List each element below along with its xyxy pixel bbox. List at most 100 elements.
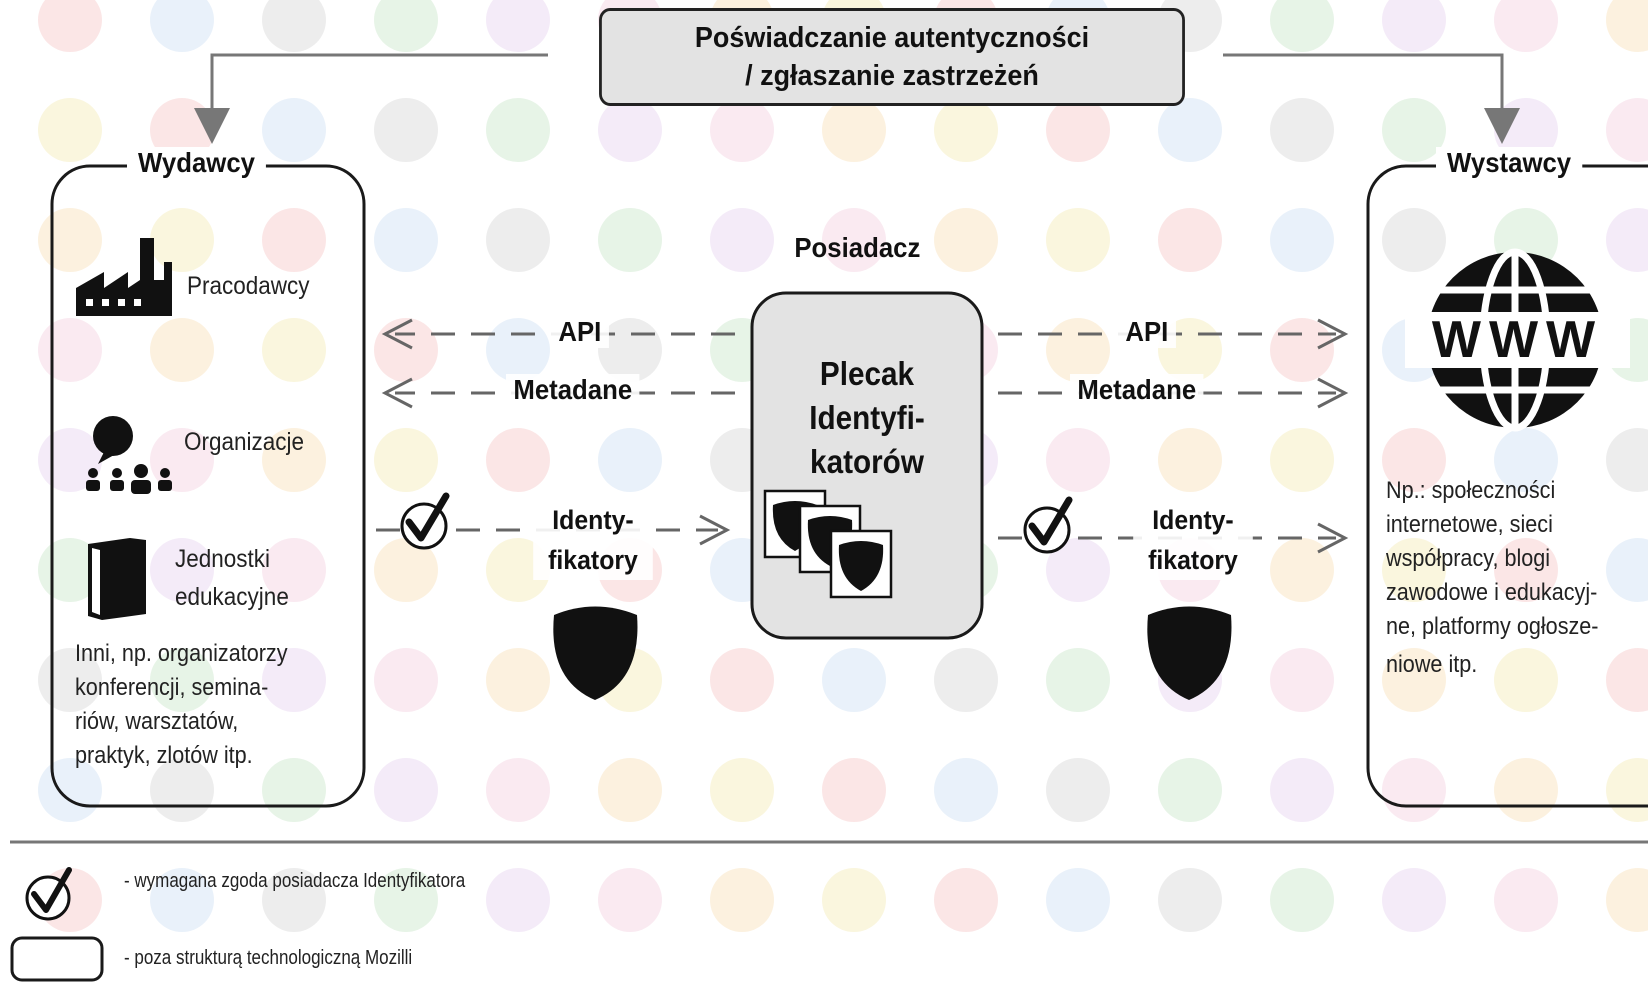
issuers-others-line3: riów, warsztatów,	[75, 708, 239, 735]
background-badge	[486, 208, 550, 272]
background-badge	[1046, 428, 1110, 492]
badges-label-left: Identy- fikatory	[533, 500, 653, 580]
metadata-label-right: Metadane	[1070, 374, 1204, 406]
background-badge	[822, 98, 886, 162]
background-badge	[262, 648, 326, 712]
background-badge	[262, 538, 326, 602]
background-badge	[1494, 648, 1558, 712]
background-badge	[262, 868, 326, 932]
issuer-education-label-line2: edukacyjne	[175, 583, 289, 611]
background-badge	[1494, 428, 1558, 492]
background-badge	[1494, 0, 1558, 52]
displayers-desc-line3: współpracy, blogi	[1386, 545, 1551, 572]
displayers-desc-line1: Np.: społeczności	[1386, 477, 1556, 504]
background-badge	[374, 758, 438, 822]
title-line1: Poświadczanie autentyczności	[694, 22, 1090, 54]
background-badge	[822, 868, 886, 932]
background-badge	[1046, 758, 1110, 822]
background-badge	[822, 758, 886, 822]
factory-icon	[76, 238, 172, 316]
background-badge	[374, 98, 438, 162]
background-badge	[1158, 868, 1222, 932]
background-badge	[598, 868, 662, 932]
background-badge	[1270, 428, 1334, 492]
displayers-heading: Wystawcy	[1436, 147, 1583, 179]
background-badge	[38, 98, 102, 162]
background-badge	[486, 758, 550, 822]
background-badge	[598, 208, 662, 272]
title-connector-left-arrow	[194, 53, 548, 144]
background-badge	[374, 318, 438, 382]
title-box: Poświadczanie autentyczności / zgłaszani…	[599, 8, 1185, 106]
background-badge	[822, 208, 886, 272]
book-icon	[88, 538, 146, 620]
background-badge	[262, 318, 326, 382]
background-badge	[486, 868, 550, 932]
badges-label-right-line2: fikatory	[1148, 545, 1238, 575]
background-badge	[934, 208, 998, 272]
background-badge	[1382, 0, 1446, 52]
background-badge	[1382, 868, 1446, 932]
displayers-desc-line5: ne, platformy ogłosze-	[1386, 613, 1599, 640]
badges-label-right-line1: Identy-	[1152, 505, 1234, 535]
background-badge	[150, 0, 214, 52]
backpack-title: Plecak Identyfi- katorów	[764, 352, 971, 484]
background-badge	[710, 208, 774, 272]
background-badge	[1046, 538, 1110, 602]
issuer-education-label-line1: Jednostki	[175, 545, 271, 573]
background-badge	[710, 868, 774, 932]
background-badge	[262, 208, 326, 272]
backpack-title-line1: Plecak	[819, 355, 915, 392]
background-badge	[710, 758, 774, 822]
background-badge	[710, 98, 774, 162]
background-badge	[1382, 648, 1446, 712]
backpack-title-line3: katorów	[810, 443, 924, 480]
background-badge	[486, 648, 550, 712]
background-badge	[1606, 98, 1648, 162]
title-line2: / zgłaszanie zastrzeżeń	[745, 60, 1039, 92]
background-badge	[1606, 208, 1648, 272]
background-badge	[1606, 428, 1648, 492]
background-badge	[1382, 428, 1446, 492]
background-badge	[150, 318, 214, 382]
issuers-others-line2: konferencji, semina-	[75, 674, 269, 701]
people-group-icon	[86, 416, 172, 494]
background-badge	[150, 538, 214, 602]
background-badge	[934, 758, 998, 822]
background-badge	[1606, 868, 1648, 932]
background-badge	[1270, 538, 1334, 602]
background-badge	[262, 0, 326, 52]
background-badge	[374, 538, 438, 602]
background-badge	[262, 428, 326, 492]
background-badge	[374, 0, 438, 52]
background-badge	[262, 98, 326, 162]
background-badge	[38, 0, 102, 52]
background-badge	[374, 428, 438, 492]
shield-icon-right	[1147, 606, 1232, 700]
background-badge	[1606, 648, 1648, 712]
background-badge	[486, 98, 550, 162]
background-badge	[486, 0, 550, 52]
consent-check-icon-left	[400, 492, 450, 550]
background-badge	[1270, 0, 1334, 52]
background-badge	[150, 648, 214, 712]
metadata-label-left: Metadane	[506, 374, 640, 406]
legend-check-icon	[25, 867, 72, 921]
background-badge	[822, 648, 886, 712]
background-badge	[374, 648, 438, 712]
shield-icon-left	[553, 606, 638, 700]
background-badge	[934, 98, 998, 162]
background-badge	[150, 208, 214, 272]
background-badge	[1158, 208, 1222, 272]
issuers-others-line4: praktyk, zlotów itp.	[75, 742, 253, 769]
badges-label-left-line2: fikatory	[548, 545, 638, 575]
www-globe-icon	[1405, 248, 1630, 432]
background-badge	[1606, 538, 1648, 602]
background-badge	[1270, 98, 1334, 162]
badges-label-right: Identy- fikatory	[1133, 500, 1253, 580]
background-badge	[374, 208, 438, 272]
background-badge	[598, 428, 662, 492]
legend-outside-text: - poza strukturą technologiczną Mozilli	[124, 947, 413, 969]
background-badge	[150, 868, 214, 932]
